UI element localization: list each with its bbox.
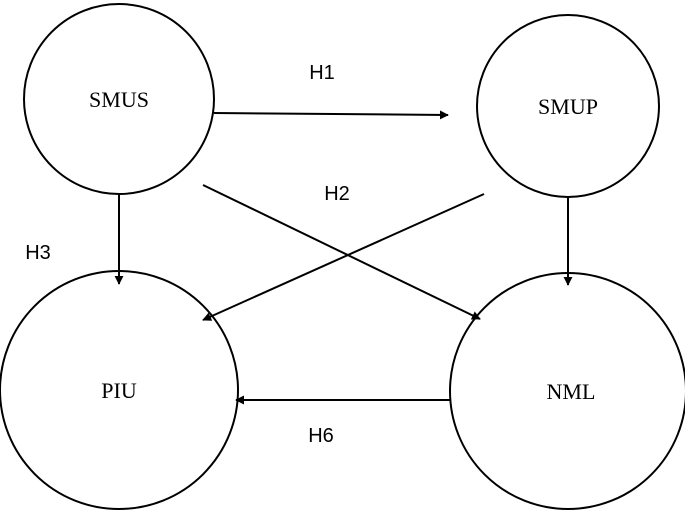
edge-smus-smup	[213, 110, 449, 120]
edge-label-h1: H1	[309, 62, 335, 84]
edge-smus-nml	[202, 184, 481, 320]
node-piu: PIU	[0, 270, 239, 510]
node-nml: NML	[449, 272, 685, 510]
edge-label-h3: H3	[25, 242, 51, 264]
node-smup: SMUP	[476, 14, 660, 198]
node-smup-label: SMUP	[538, 94, 598, 119]
node-smus-label: SMUS	[89, 87, 149, 112]
edge-smup-piu	[202, 193, 485, 321]
edge-label-h6: H6	[308, 425, 334, 447]
node-piu-label: PIU	[101, 378, 137, 403]
node-nml-label: NML	[547, 379, 596, 404]
edge-label-h2: H2	[324, 183, 350, 205]
node-smus: SMUS	[23, 3, 215, 195]
